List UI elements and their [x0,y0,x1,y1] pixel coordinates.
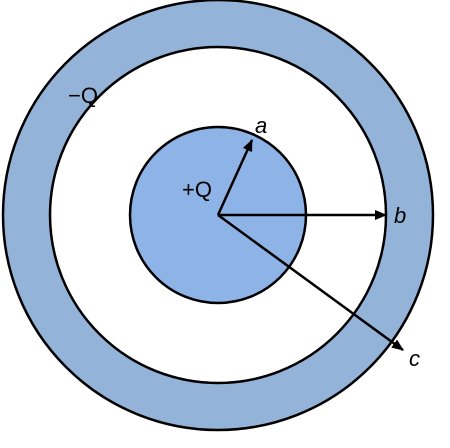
inner-charge-label: +Q [182,177,212,202]
radius-a-arrow [216,139,254,216]
outer-charge-label: −Q [68,83,98,108]
radius-c-label: c [409,346,420,371]
radius-a-label: a [255,113,267,138]
radius-c-arrow [217,213,404,352]
radius-b-label: b [394,203,406,228]
